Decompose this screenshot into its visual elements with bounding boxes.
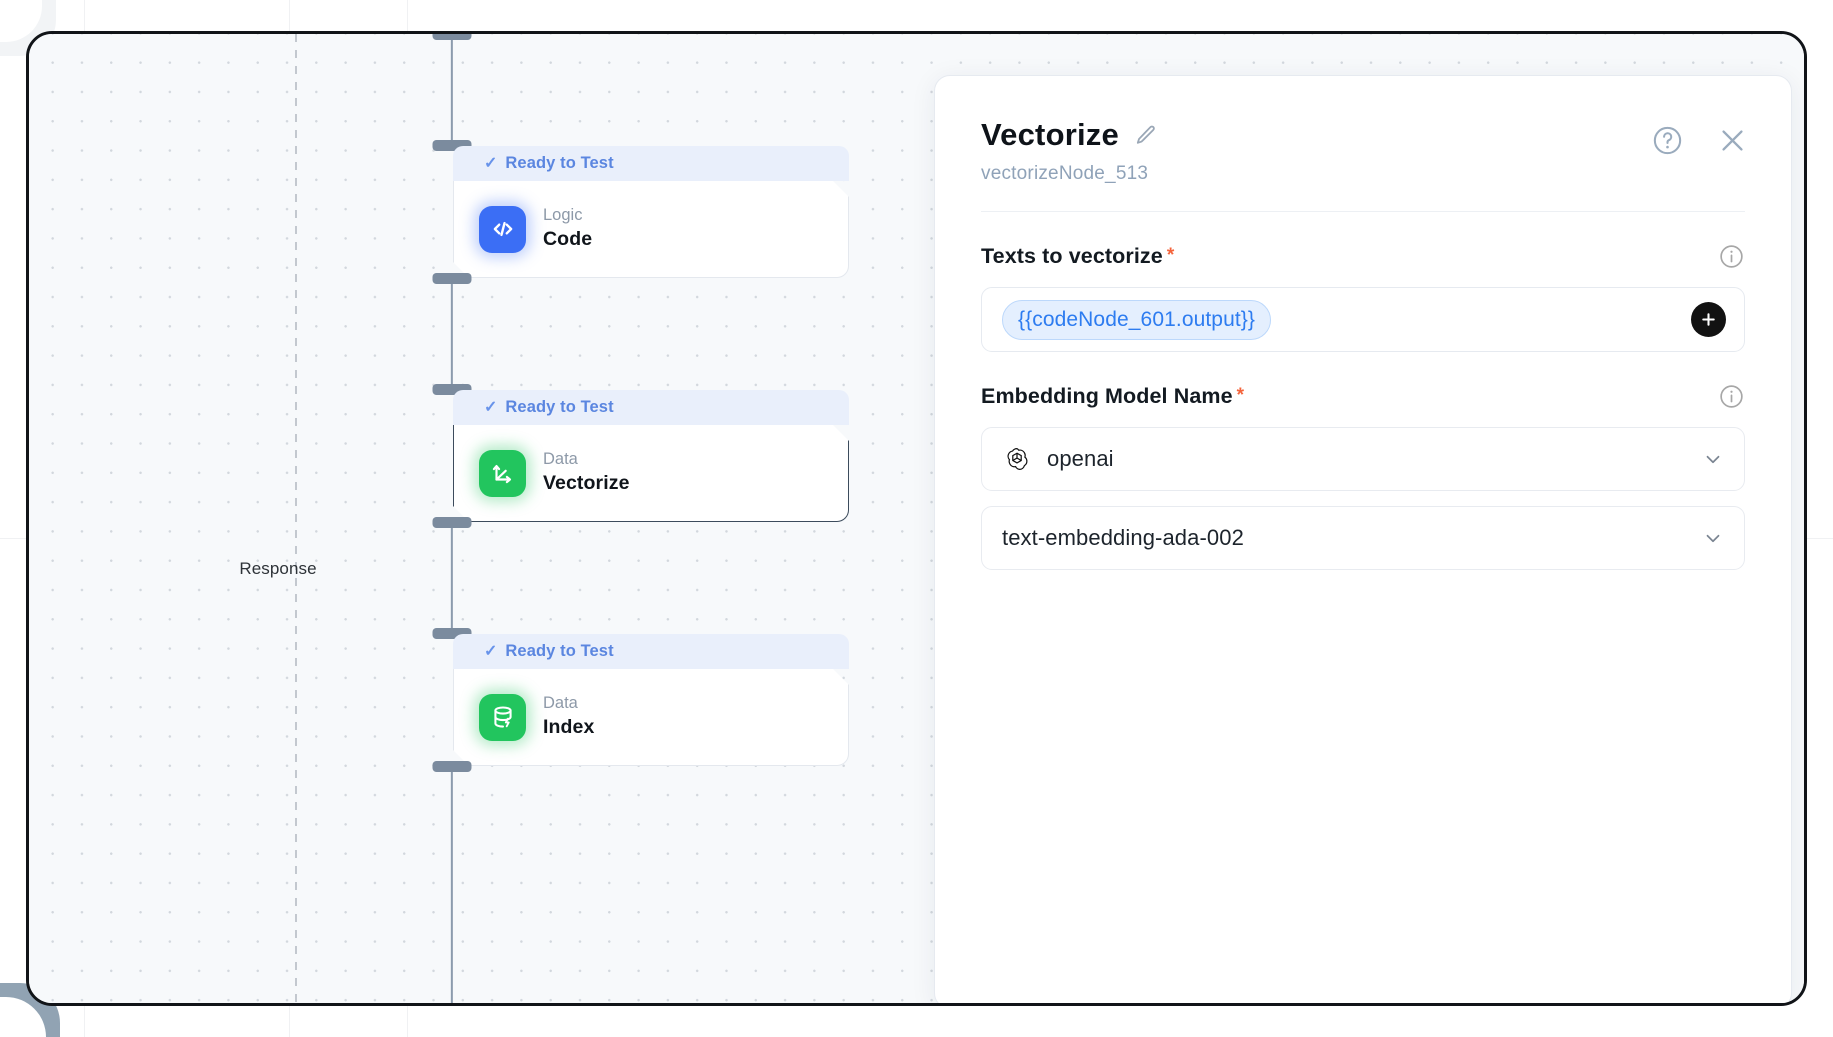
field-label-text: Embedding Model Name [981,384,1233,408]
node-status-label: Ready to Test [505,398,614,416]
chevron-down-icon[interactable] [1702,527,1724,549]
page-title: Vectorize [981,117,1119,152]
edge-handle-top[interactable] [432,517,471,528]
embedding-provider-select[interactable]: openai [981,427,1745,491]
field-label-text: Texts to vectorize [981,244,1163,268]
close-icon[interactable] [1716,124,1749,157]
node-text-block: Data Vectorize [543,450,630,495]
node-status-badge: ✓ Ready to Test [453,634,849,669]
node-title-label: Code [543,228,593,251]
workflow-editor-frame: Response ✓ Ready to Test [26,31,1807,1006]
edge-handle-top[interactable] [432,34,471,40]
add-text-button[interactable] [1691,302,1726,337]
texts-to-vectorize-label-row: Texts to vectorize* [981,243,1745,270]
node-text-block: Logic Code [543,206,592,251]
edge-code-to-vectorize[interactable] [432,273,471,395]
node-category-label: Data [543,450,578,469]
node-category-label: Logic [543,206,583,225]
edge-line [450,766,453,1003]
pencil-icon[interactable] [1133,123,1158,148]
response-divider-line [295,34,297,1003]
node-body[interactable]: Logic Code [453,181,849,278]
node-status-label: Ready to Test [505,154,614,172]
edge-out-of-index[interactable] [432,761,471,1003]
chevron-down-icon[interactable] [1702,448,1724,470]
edge-line [450,34,453,146]
info-circle-icon[interactable] [1718,243,1745,270]
database-bolt-icon [479,694,526,741]
vector-axes-icon [479,450,526,497]
node-config-panel: Vectorize vectorizeNode_513 [934,75,1792,1003]
panel-body: Texts to vectorize* {{codeNode_601.outpu… [935,243,1791,570]
embedding-model-label-row: Embedding Model Name* [981,383,1745,410]
edge-handle-top[interactable] [432,761,471,772]
node-status-badge: ✓ Ready to Test [453,146,849,181]
flow-node-index[interactable]: ✓ Ready to Test Data Index [453,634,849,766]
node-status-badge: ✓ Ready to Test [453,390,849,425]
node-title-label: Index [543,716,595,739]
edge-line [450,522,453,634]
help-circle-icon[interactable] [1651,124,1684,157]
edge-into-code-node[interactable] [432,34,471,151]
edge-handle-bottom[interactable] [432,628,471,639]
node-body[interactable]: Data Vectorize [453,425,849,522]
node-body[interactable]: Data Index [453,669,849,766]
openai-logo-icon [1002,445,1031,474]
embedding-model-label: Embedding Model Name* [981,384,1244,409]
check-icon: ✓ [484,154,498,172]
variable-chip[interactable]: {{codeNode_601.output}} [1002,299,1272,340]
response-lane-label: Response [239,559,317,578]
node-title-label: Vectorize [543,472,630,495]
panel-header-actions [1651,124,1749,157]
node-text-block: Data Index [543,694,594,739]
edge-handle-bottom[interactable] [432,140,471,151]
panel-title-row: Vectorize [981,117,1745,153]
select-value-wrap: text-embedding-ada-002 [1002,525,1702,551]
select-value-wrap: openai [1002,445,1702,474]
edge-vectorize-to-index[interactable] [432,517,471,639]
info-circle-icon[interactable] [1718,383,1745,410]
texts-to-vectorize-label: Texts to vectorize* [981,244,1174,269]
embedding-model-select[interactable]: text-embedding-ada-002 [981,506,1745,570]
model-value: text-embedding-ada-002 [1002,525,1244,550]
provider-value: openai [1047,446,1114,471]
flow-node-code[interactable]: ✓ Ready to Test Logic Code [453,146,849,278]
check-icon: ✓ [484,398,498,416]
flow-node-vectorize[interactable]: ✓ Ready to Test Data [453,390,849,522]
required-asterisk: * [1236,385,1245,406]
node-status-label: Ready to Test [505,642,614,660]
panel-divider [981,211,1745,212]
node-category-label: Data [543,694,578,713]
edge-handle-bottom[interactable] [432,384,471,395]
edge-line [450,278,453,390]
node-id-label: vectorizeNode_513 [981,163,1149,184]
code-brackets-icon [479,206,526,253]
texts-to-vectorize-input[interactable]: {{codeNode_601.output}} [981,287,1745,352]
required-asterisk: * [1166,245,1175,266]
edge-handle-top[interactable] [432,273,471,284]
check-icon: ✓ [484,642,498,660]
panel-header: Vectorize vectorizeNode_513 [935,76,1791,185]
